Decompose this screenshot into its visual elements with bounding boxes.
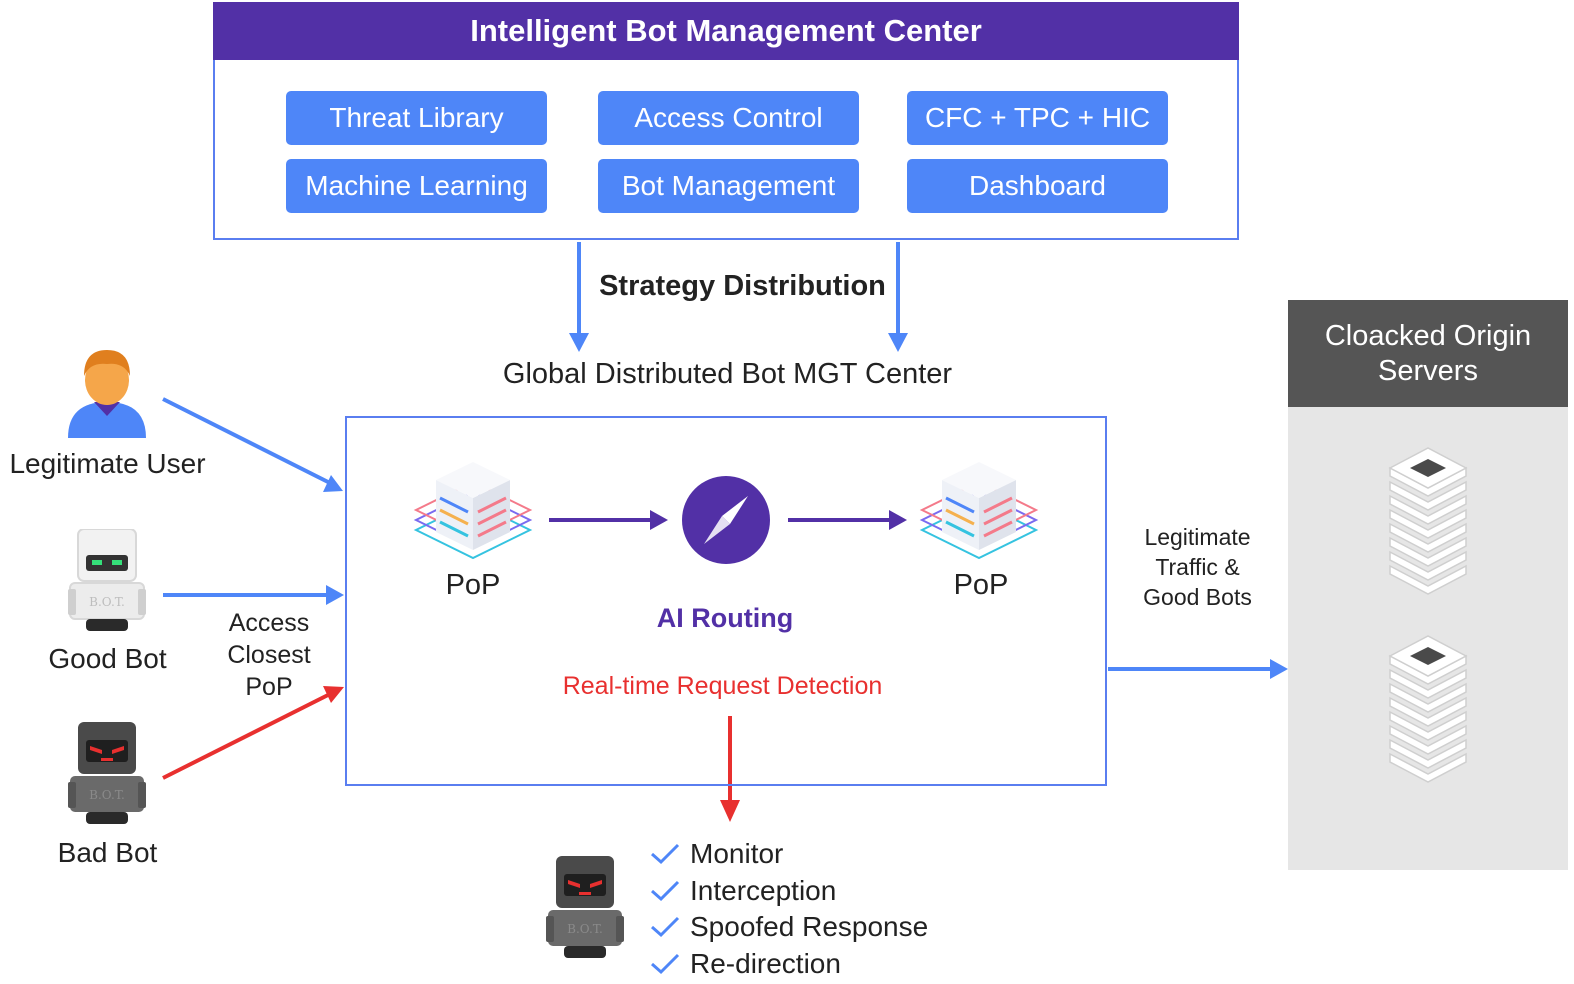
- checkmark-icon: [651, 880, 680, 901]
- compass-icon: [682, 476, 770, 564]
- ai-routing-label: AI Routing: [656, 603, 794, 633]
- detection-arrowhead: [720, 800, 740, 822]
- pop-left-label: PoP: [445, 569, 501, 601]
- module-dashboard[interactable]: Dashboard: [907, 159, 1168, 213]
- strategy-arrowhead-left: [569, 333, 589, 352]
- access-closest-pop-label: Access Closest PoP: [205, 607, 333, 703]
- module-cfc-tpc-hic[interactable]: CFC + TPC + HIC: [907, 91, 1168, 145]
- origin-server-stack-icon-1: [1388, 447, 1468, 595]
- origin-title-line-1: Cloacked Origin: [1324, 319, 1532, 352]
- bad-bot-arrowhead: [323, 686, 344, 703]
- legitimate-traffic-label: Legitimate Traffic & Good Bots: [1120, 522, 1275, 612]
- strategy-distribution-label: Strategy Distribution: [599, 270, 886, 302]
- global-center-panel: [345, 416, 1107, 786]
- action-item: Re-direction: [650, 946, 970, 983]
- pop-to-ai-arrowhead: [650, 510, 668, 530]
- origin-servers-title: Cloacked Origin Servers: [1288, 300, 1568, 407]
- good-bot-arrowhead: [326, 585, 344, 605]
- good-bot-label: Good Bot: [48, 643, 167, 674]
- global-center-title: Global Distributed Bot MGT Center: [502, 358, 953, 390]
- access-label-line-3: PoP: [245, 673, 293, 701]
- pop-server-left-icon: [413, 462, 533, 560]
- action-redirection-label: Re-direction: [690, 947, 841, 979]
- origin-server-stack-icon-2: [1388, 635, 1468, 783]
- action-item: Monitor: [650, 836, 970, 873]
- intercepted-bot-icon: B.O.T.: [546, 856, 624, 958]
- bad-bot-badge: B.O.T.: [89, 788, 125, 802]
- checkmark-icon: [651, 917, 680, 938]
- ai-to-pop-arrowhead: [889, 510, 907, 530]
- module-bot-management[interactable]: Bot Management: [598, 159, 859, 213]
- good-bot-icon: B.O.T.: [68, 529, 146, 631]
- origin-title-line-2: Servers: [1378, 354, 1478, 387]
- legit-label-line-1: Legitimate: [1144, 524, 1251, 550]
- checkmark-icon: [651, 844, 680, 865]
- user-arrow: [162, 397, 331, 485]
- legit-label-line-3: Good Bots: [1143, 584, 1252, 610]
- origin-arrowhead: [1270, 659, 1288, 679]
- user-arrowhead: [323, 475, 343, 492]
- module-access-control[interactable]: Access Control: [598, 91, 859, 145]
- pop-right-label: PoP: [953, 569, 1009, 601]
- checkmark-icon: [651, 953, 680, 974]
- management-center-title: Intelligent Bot Management Center: [213, 2, 1239, 60]
- intercepted-bot-badge: B.O.T.: [567, 922, 603, 936]
- strategy-arrowhead-right: [888, 333, 908, 352]
- legit-label-line-2: Traffic &: [1155, 554, 1240, 580]
- access-label-line-2: Closest: [227, 641, 311, 669]
- access-label-line-1: Access: [228, 609, 310, 637]
- action-spoofed-response-label: Spoofed Response: [690, 911, 929, 943]
- bad-bot-arrow: [162, 692, 331, 780]
- good-bot-badge: B.O.T.: [89, 595, 125, 609]
- bad-bot-icon: B.O.T.: [68, 722, 146, 824]
- module-machine-learning[interactable]: Machine Learning: [286, 159, 547, 213]
- realtime-detection-label: Real-time Request Detection: [562, 672, 883, 700]
- pop-server-right-icon: [919, 462, 1039, 560]
- action-interception-label: Interception: [690, 874, 837, 906]
- action-item: Spoofed Response: [650, 909, 970, 946]
- legitimate-user-label: Legitimate User: [9, 448, 206, 479]
- action-monitor-label: Monitor: [690, 838, 784, 870]
- module-threat-library[interactable]: Threat Library: [286, 91, 547, 145]
- detection-actions-list: Monitor Interception Spoofed Response Re…: [650, 836, 970, 982]
- action-item: Interception: [650, 873, 970, 910]
- user-avatar-icon: [68, 350, 146, 438]
- bad-bot-label: Bad Bot: [57, 837, 158, 868]
